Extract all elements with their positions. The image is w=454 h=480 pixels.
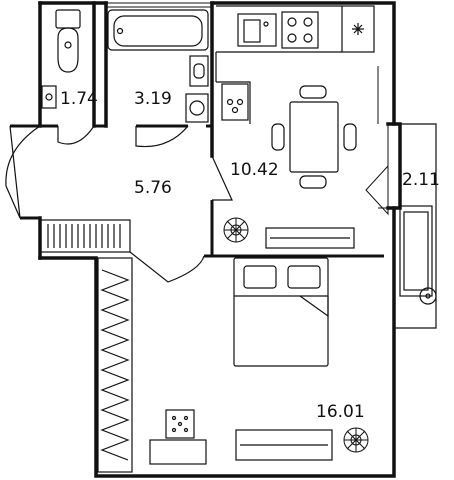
cooktop (281, 11, 319, 49)
bathroom-area-label: 3.19 (134, 89, 172, 109)
entrance-door (5, 125, 41, 219)
wc-door (57, 125, 95, 145)
washing-machine (185, 93, 209, 123)
wardrobe-bedroom (97, 257, 133, 473)
toilet (55, 9, 81, 73)
oven (221, 83, 249, 121)
kitchen-sink (237, 13, 277, 47)
balcony-sofa (399, 205, 437, 305)
kitchen-vent (341, 5, 375, 53)
window-bedroom-tv (265, 227, 355, 249)
bed (233, 257, 329, 367)
bedroom-door (129, 251, 205, 283)
bathroom-door (135, 125, 189, 148)
bedroom-area-label: 16.01 (316, 402, 365, 422)
hallway-area-label: 5.76 (134, 178, 172, 198)
tv-stand (235, 429, 333, 461)
wc-area-label: 1.74 (60, 89, 98, 109)
bathtub (107, 9, 209, 51)
balcony (365, 66, 437, 329)
nightstand (149, 409, 207, 465)
bathroom-sink (189, 55, 209, 87)
wardrobe-hall (39, 219, 131, 253)
kitchen-area-label: 10.42 (230, 160, 279, 180)
balcony-area-label: 2.11 (402, 170, 440, 190)
kitchen-counter (215, 5, 342, 124)
interior-walls (10, 124, 384, 258)
plant-bedroom (343, 427, 369, 453)
wc-sink (41, 85, 57, 109)
plant-kitchen (223, 217, 249, 243)
dining-table (271, 85, 357, 189)
window-bathroom (106, 2, 212, 8)
kitchen-door (211, 155, 233, 201)
